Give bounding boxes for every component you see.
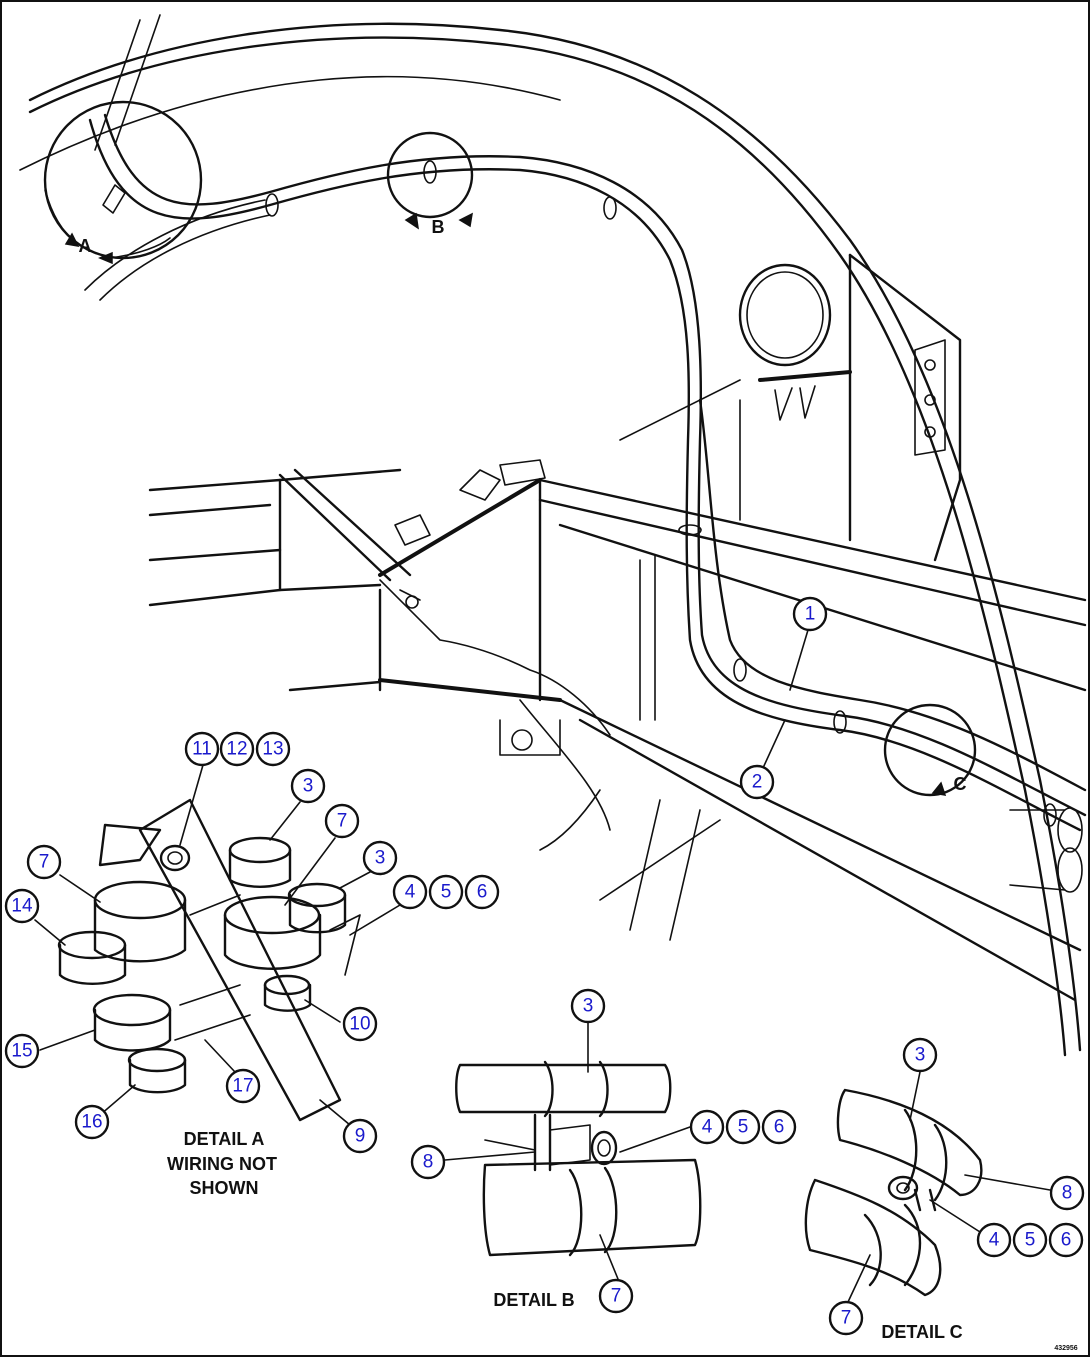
balloon-6: 6 <box>464 874 500 910</box>
detail-b-title: DETAIL B <box>493 1290 574 1310</box>
balloon-4: 4 <box>689 1109 725 1145</box>
balloon-16: 16 <box>74 1104 110 1140</box>
view-label-a: A <box>79 236 92 256</box>
svg-text:5: 5 <box>738 1117 749 1138</box>
callout-circle-a <box>43 100 203 265</box>
svg-text:6: 6 <box>1061 1230 1072 1251</box>
svg-text:3: 3 <box>915 1045 926 1066</box>
balloon-6: 6 <box>761 1109 797 1145</box>
balloon-7: 7 <box>828 1300 864 1336</box>
svg-text:8: 8 <box>423 1152 434 1173</box>
balloon-6: 6 <box>1048 1222 1084 1258</box>
balloon-4: 4 <box>392 874 428 910</box>
view-label-c: C <box>954 774 967 794</box>
balloon-12: 12 <box>219 731 255 767</box>
balloon-11: 11 <box>184 731 220 767</box>
svg-text:13: 13 <box>262 739 283 760</box>
balloon-7: 7 <box>26 844 62 880</box>
svg-text:7: 7 <box>337 811 348 832</box>
balloon-5: 5 <box>725 1109 761 1145</box>
fender-arch <box>19 22 1082 1057</box>
svg-text:3: 3 <box>303 776 314 797</box>
svg-text:2: 2 <box>752 772 763 793</box>
svg-text:6: 6 <box>774 1117 785 1138</box>
balloon-4: 4 <box>976 1222 1012 1258</box>
balloon-9: 9 <box>342 1118 378 1154</box>
detail-b-leaders <box>444 1021 691 1280</box>
svg-text:14: 14 <box>11 896 33 917</box>
callout-circle-b <box>386 131 474 230</box>
svg-text:4: 4 <box>989 1230 1000 1251</box>
detail-c-leaders <box>847 1071 1051 1303</box>
balloon-3: 3 <box>902 1037 938 1073</box>
svg-text:5: 5 <box>1025 1230 1036 1251</box>
balloon-13: 13 <box>255 731 291 767</box>
svg-text:7: 7 <box>39 852 50 873</box>
svg-text:7: 7 <box>611 1286 622 1307</box>
balloon-14: 14 <box>4 888 40 924</box>
balloon-17: 17 <box>225 1068 261 1104</box>
harness-clamps <box>265 160 1057 827</box>
detail-c-assembly <box>804 1088 983 1297</box>
balloon-5: 5 <box>1012 1222 1048 1258</box>
detail-a-note-line1: WIRING NOT <box>167 1154 277 1174</box>
balloon-1: 1 <box>792 596 828 632</box>
balloon-3: 3 <box>290 768 326 804</box>
svg-text:11: 11 <box>192 739 212 760</box>
balloon-3: 3 <box>362 840 398 876</box>
svg-text:4: 4 <box>702 1117 713 1138</box>
svg-text:3: 3 <box>583 996 594 1017</box>
svg-text:15: 15 <box>11 1041 32 1062</box>
detail-b-assembly <box>455 1060 702 1257</box>
svg-text:5: 5 <box>441 882 452 903</box>
svg-text:3: 3 <box>375 848 386 869</box>
svg-text:12: 12 <box>226 739 247 760</box>
svg-text:10: 10 <box>349 1014 370 1035</box>
right-panel <box>619 253 962 562</box>
balloon-15: 15 <box>4 1033 40 1069</box>
balloon-8: 8 <box>410 1144 446 1180</box>
callout-circle-c <box>883 703 977 797</box>
detail-a-note-line2: SHOWN <box>190 1178 259 1198</box>
svg-text:9: 9 <box>355 1126 366 1147</box>
balloon-8: 8 <box>1049 1175 1085 1211</box>
svg-text:4: 4 <box>405 882 416 903</box>
svg-text:7: 7 <box>841 1308 852 1329</box>
svg-text:17: 17 <box>232 1076 253 1097</box>
detail-a-assembly <box>57 798 361 1122</box>
svg-text:6: 6 <box>477 882 488 903</box>
detail-a-title: DETAIL A <box>184 1129 265 1149</box>
balloon-7: 7 <box>324 803 360 839</box>
harness-ends <box>1009 807 1083 893</box>
balloon-7: 7 <box>598 1278 634 1314</box>
detail-a-leaders <box>34 764 401 1126</box>
balloon-10: 10 <box>342 1006 378 1042</box>
balloon-5: 5 <box>428 874 464 910</box>
balloon-2: 2 <box>739 764 775 800</box>
balloon-3: 3 <box>570 988 606 1024</box>
junction-components <box>379 459 656 736</box>
svg-text:1: 1 <box>805 604 816 625</box>
svg-text:16: 16 <box>81 1112 102 1133</box>
drawing-number: 432956 <box>1054 1345 1077 1352</box>
view-label-b: B <box>432 217 445 237</box>
svg-text:8: 8 <box>1062 1183 1073 1204</box>
main-leaders <box>762 629 809 769</box>
detail-c-title: DETAIL C <box>881 1322 962 1342</box>
